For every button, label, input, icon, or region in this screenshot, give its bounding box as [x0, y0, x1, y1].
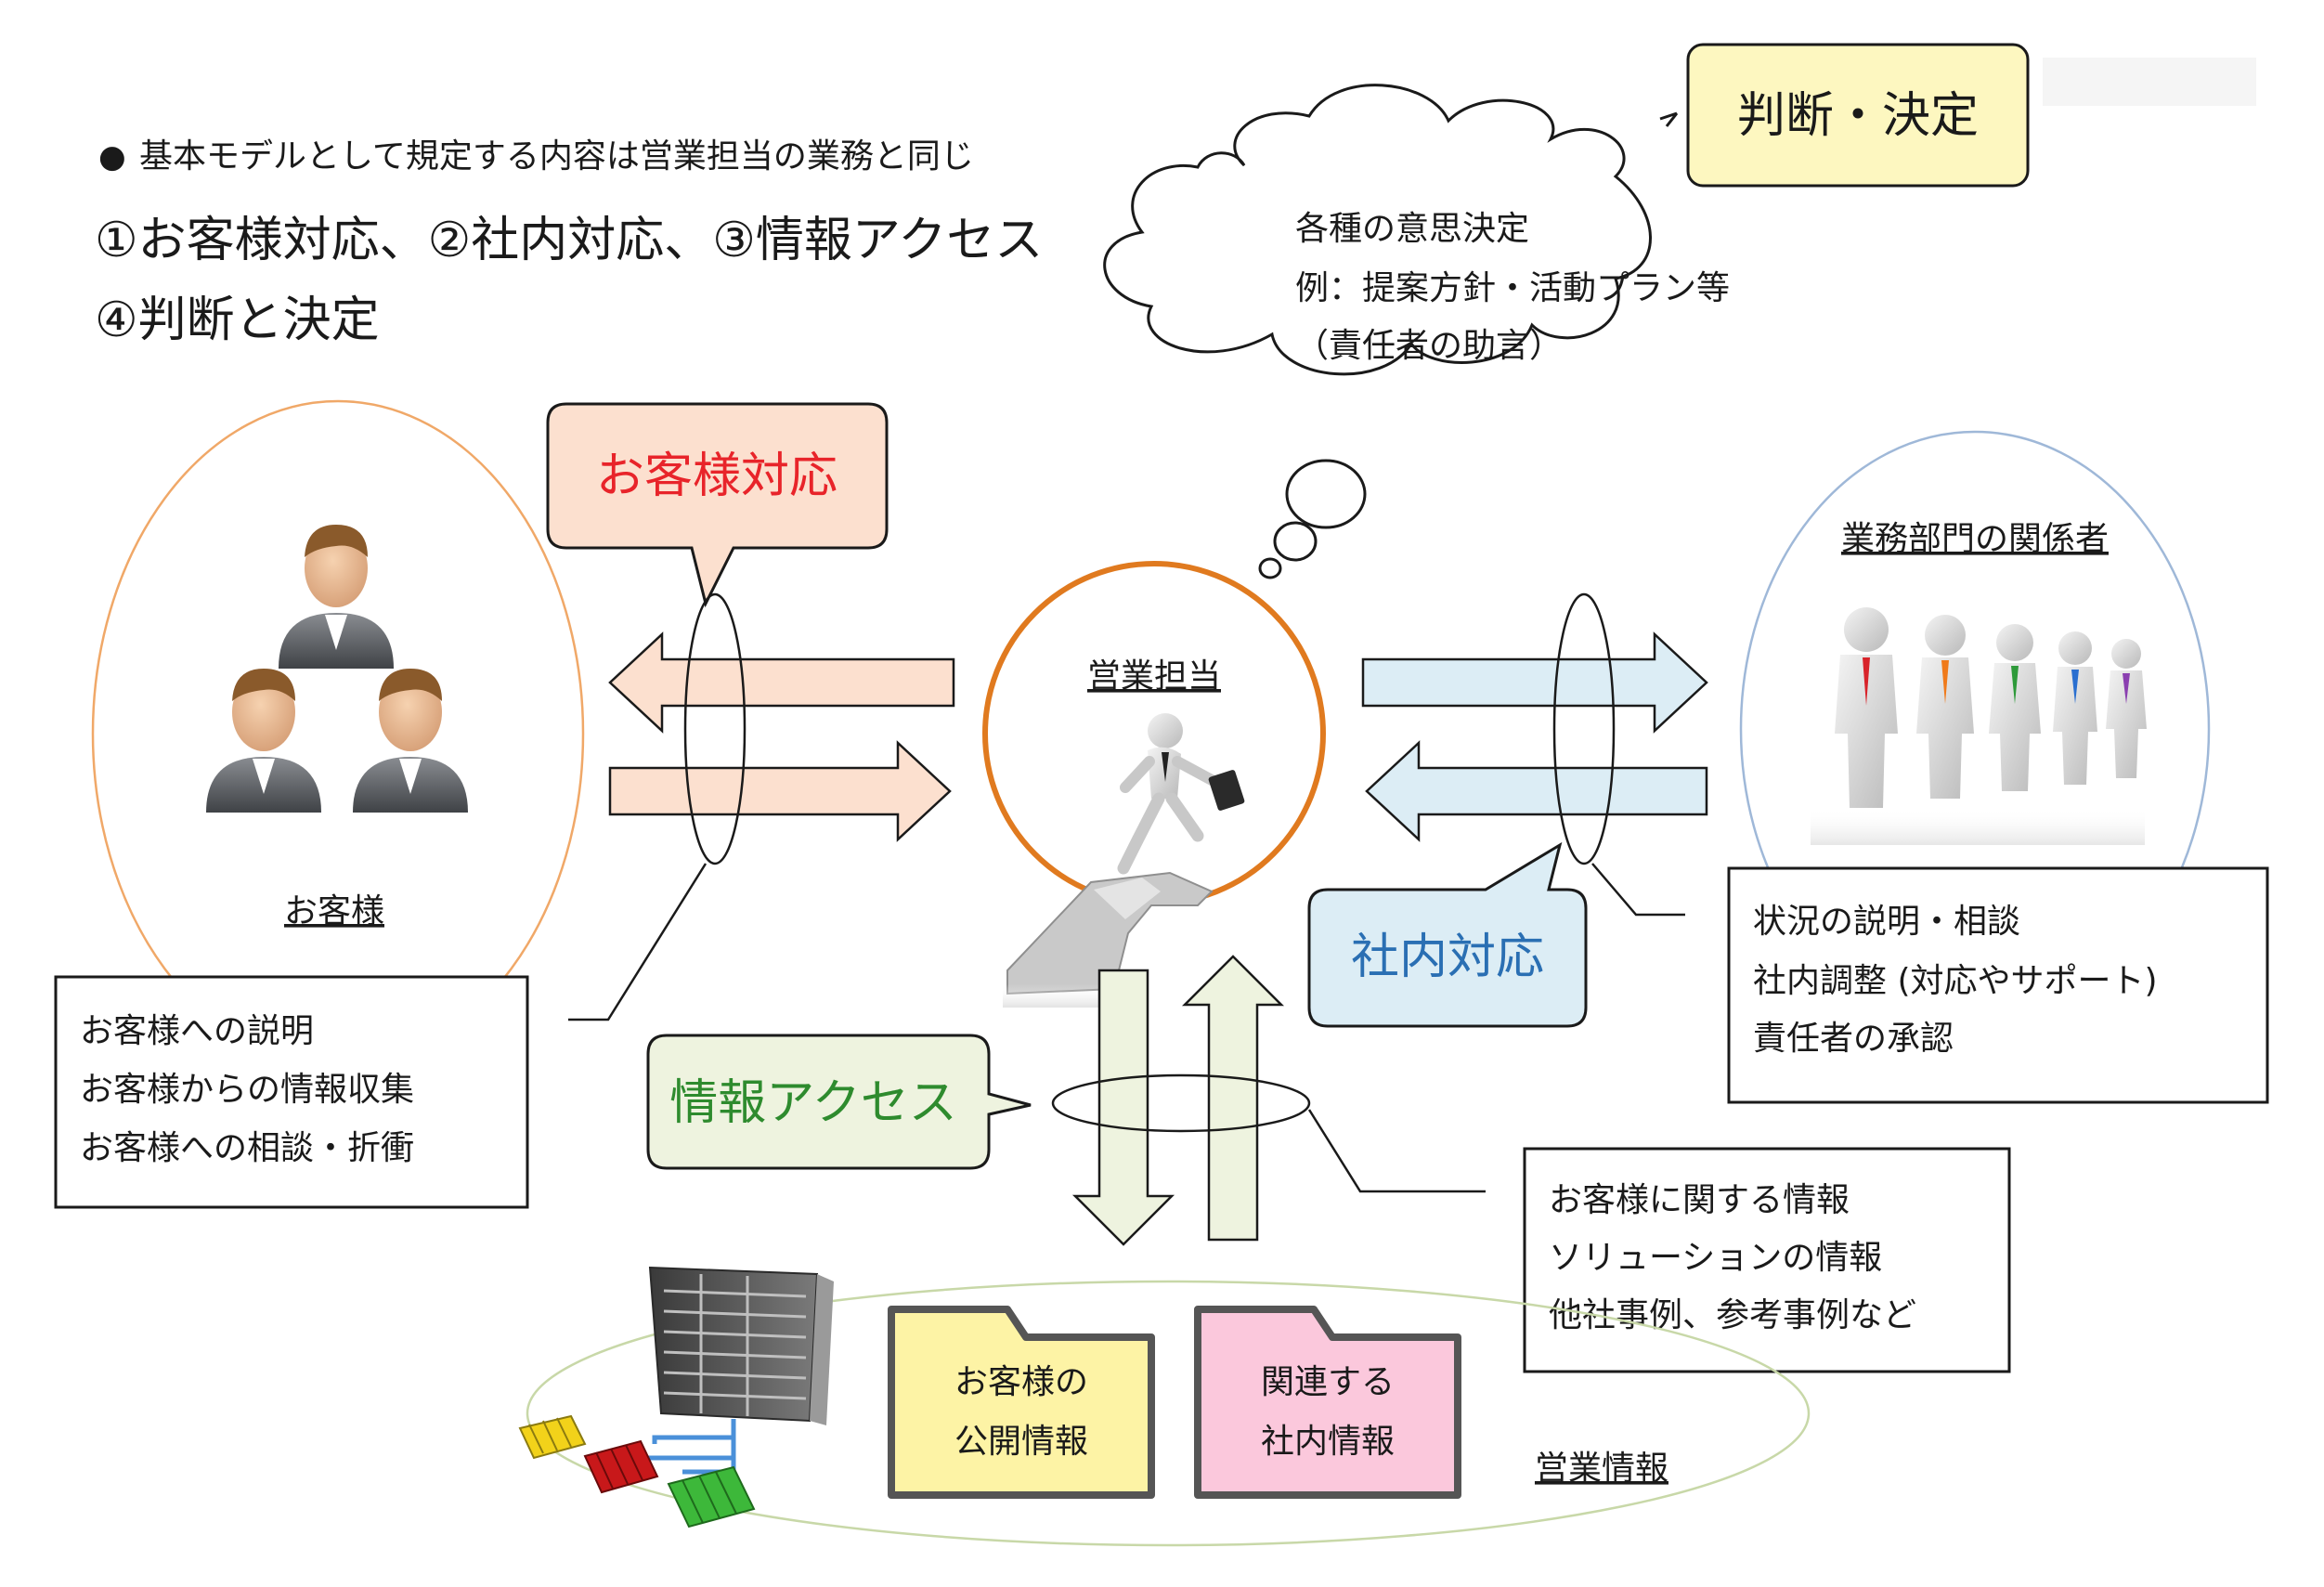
- customer-note-3: お客様への相談・折衝: [80, 1129, 414, 1167]
- arrow-from-customer: [608, 740, 952, 842]
- cloud-line-2: 例：提案方針・活動プラン等: [1295, 269, 1730, 307]
- info-label: 営業情報: [1535, 1450, 1668, 1488]
- internal-note-3: 責任者の承認: [1753, 1020, 1954, 1058]
- arrow-to-info: [1071, 969, 1175, 1246]
- internal-callout-label: 社内対応: [1351, 930, 1544, 985]
- customer-ellipse: [91, 399, 585, 1068]
- customer-label: お客様: [284, 892, 384, 930]
- info-callout: 情報アクセス: [646, 1034, 1032, 1170]
- info-note-2: ソリューションの情報: [1549, 1239, 1882, 1277]
- folder-2-line-2: 社内情報: [1261, 1423, 1395, 1461]
- info-notes-box: お客様に関する情報 ソリューションの情報 他社事例、参考事例など: [1523, 1147, 2011, 1373]
- arrow-to-customer: [608, 631, 955, 734]
- thought-bubble-medium: [1273, 521, 1318, 562]
- customer-notes-box: お客様への説明 お客様からの情報収集 お客様への相談・折衝: [54, 975, 529, 1209]
- info-base-ellipse: [526, 1280, 1811, 1547]
- decision-box-label: 判断・決定: [1737, 88, 1979, 144]
- decision-box: 判断・決定: [1686, 43, 2030, 188]
- arrow-from-info: [1181, 955, 1285, 1242]
- thought-bubble-large: [1285, 459, 1367, 529]
- info-note-3: 他社事例、参考事例など: [1549, 1296, 1916, 1334]
- info-callout-label: 情報アクセス: [669, 1075, 956, 1131]
- folder-1-line-1: お客様の: [954, 1363, 1088, 1401]
- team-figure-icon: [2053, 631, 2097, 785]
- customer-person-icon: [353, 669, 468, 813]
- intro-line-1: 基本モデルとして規定する内容は営業担当の業務と同じ: [139, 137, 974, 176]
- customer-callout-label: お客様対応: [596, 449, 837, 504]
- team-figure-icon: [2106, 639, 2147, 778]
- customer-note-2: お客様からの情報収集: [80, 1071, 414, 1109]
- green-file-tray-icon: [667, 1465, 756, 1528]
- thought-cloud: 各種の意思決定 例：提案方針・活動プラン等 （責任者の助言）: [1103, 84, 1730, 579]
- cloud-line-1: 各種の意思決定: [1295, 210, 1529, 248]
- info-leader-line: [1307, 1109, 1486, 1193]
- cloud-pointer-mark: [1659, 111, 1679, 127]
- team-figure-icon: [1835, 607, 1898, 808]
- team-figures-icon: [1811, 607, 2147, 845]
- team-figure-icon: [1989, 624, 2041, 791]
- yellow-file-tray-icon: [518, 1414, 587, 1460]
- intro-line-3: ④判断と決定: [95, 293, 380, 348]
- public-info-folder: お客様の 公開情報: [888, 1306, 1155, 1499]
- team-figure-icon: [1916, 615, 1974, 799]
- internal-bracket-ring: [1552, 592, 1616, 865]
- internal-note-1: 状況の説明・相談: [1753, 903, 2020, 941]
- internal-leader-line: [1591, 863, 1685, 917]
- folder-2-line-1: 関連する: [1261, 1363, 1395, 1401]
- server-rack-icon: [648, 1266, 834, 1425]
- cloud-line-3: （責任者の助言）: [1295, 327, 1563, 365]
- intro-block: ● 基本モデルとして規定する内容は営業担当の業務と同じ ①お客様対応、②社内対応…: [95, 137, 1043, 348]
- customer-person-icon: [206, 669, 321, 813]
- folder-1-line-2: 公開情報: [954, 1423, 1088, 1461]
- internal-callout: 社内対応: [1307, 841, 1588, 1028]
- sales-label: 営業担当: [1087, 657, 1221, 696]
- customer-leader-line: [568, 863, 708, 1021]
- customer-note-1: お客様への説明: [80, 1012, 314, 1050]
- info-bracket-ring: [1051, 1073, 1311, 1133]
- customer-bracket-ring: [683, 592, 747, 865]
- info-note-1: お客様に関する情報: [1549, 1181, 1850, 1219]
- pointing-hand-icon: [1003, 871, 1214, 1008]
- customer-person-icon: [279, 525, 394, 669]
- internal-info-folder: 関連する 社内情報: [1194, 1306, 1461, 1499]
- red-file-tray-icon: [583, 1439, 659, 1494]
- intro-line-2: ①お客様対応、②社内対応、③情報アクセス: [95, 213, 1043, 268]
- thought-bubble-small: [1258, 557, 1282, 579]
- intro-bullet: ●: [98, 138, 126, 176]
- internal-notes-box: 状況の説明・相談 社内調整 (対応やサポート) 責任者の承認: [1727, 866, 2269, 1104]
- decision-box-shadow: [2043, 58, 2256, 106]
- arrow-to-internal: [1361, 631, 1708, 734]
- arrow-from-internal: [1365, 740, 1708, 842]
- customer-people-icon: [206, 525, 468, 813]
- internal-label: 業務部門の関係者: [1841, 520, 2109, 558]
- running-businessman-icon: [1117, 713, 1245, 875]
- internal-note-2: 社内調整 (対応やサポート): [1753, 962, 2158, 1000]
- customer-callout: お客様対応: [546, 402, 889, 608]
